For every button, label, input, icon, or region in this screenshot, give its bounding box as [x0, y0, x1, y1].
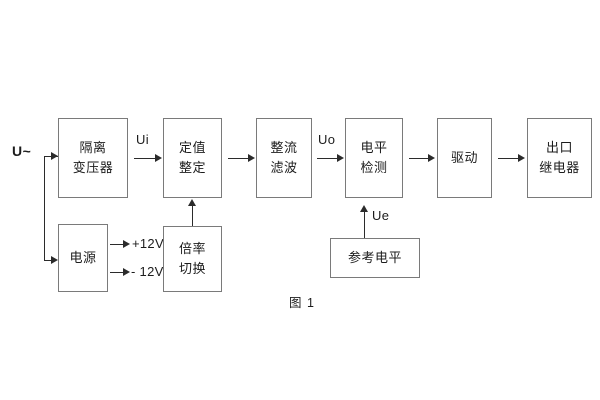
arrow-into-relay-icon — [518, 154, 525, 162]
line-rectify-to-detect — [317, 158, 338, 159]
block-rectify-filter-line1: 整流 — [270, 139, 298, 155]
branch-to-power-supply-line — [44, 260, 53, 261]
label-rail-positive: +12V — [132, 236, 164, 251]
block-setting-value-line2: 整定 — [178, 160, 206, 175]
block-level-detect[interactable]: 电平 检测 — [345, 118, 403, 198]
signal-label-uo: Uo — [318, 132, 336, 147]
arrow-into-power-supply-icon — [51, 256, 58, 264]
branch-to-transformer-line — [44, 156, 53, 157]
figure-caption: 图 1 — [289, 296, 315, 310]
block-reference-level[interactable]: 参考电平 — [330, 238, 420, 278]
block-level-detect-line2: 检测 — [360, 160, 388, 175]
block-power-supply-line1: 电源 — [69, 249, 97, 265]
arrow-into-setting-from-multiplier-icon — [188, 199, 196, 206]
block-level-detect-line1: 电平 — [360, 139, 388, 155]
block-isolation-transformer[interactable]: 隔离 变压器 — [58, 118, 128, 198]
block-multiplier-switch[interactable]: 倍率 切换 — [163, 226, 222, 292]
block-rectify-filter[interactable]: 整流 滤波 — [256, 118, 312, 198]
arrow-into-driver-icon — [428, 154, 435, 162]
block-reference-level-line1: 参考电平 — [347, 249, 402, 265]
block-driver[interactable]: 驱动 — [437, 118, 492, 198]
line-transformer-to-setting — [134, 158, 156, 159]
arrow-into-detect-from-reference-icon — [360, 205, 368, 212]
line-rail-positive — [110, 244, 124, 245]
block-output-relay[interactable]: 出口 继电器 — [527, 118, 592, 198]
line-multiplier-to-setting — [192, 206, 193, 226]
line-driver-to-relay — [498, 158, 519, 159]
arrow-into-rectify-icon — [248, 154, 255, 162]
block-setting-value-line1: 定值 — [178, 139, 206, 155]
block-multiplier-switch-line2: 切换 — [178, 261, 206, 276]
arrow-rail-positive-icon — [123, 240, 130, 248]
line-reference-to-detect — [364, 212, 365, 238]
input-bus-vertical-line — [44, 156, 45, 260]
block-multiplier-switch-line1: 倍率 — [178, 240, 206, 256]
block-power-supply[interactable]: 电源 — [58, 224, 108, 292]
line-setting-to-rectify — [228, 158, 249, 159]
block-driver-line1: 驱动 — [450, 149, 478, 165]
arrow-into-setting-icon — [155, 154, 162, 162]
line-rail-negative — [110, 272, 124, 273]
signal-label-ue: Ue — [372, 208, 390, 223]
block-output-relay-line2: 继电器 — [539, 160, 580, 175]
line-detect-to-driver — [409, 158, 430, 159]
arrow-rail-negative-icon — [123, 268, 130, 276]
block-output-relay-line1: 出口 — [545, 139, 573, 155]
input-source-label: U~ — [12, 143, 32, 159]
block-rectify-filter-line2: 滤波 — [270, 160, 298, 175]
block-isolation-transformer-line1: 隔离 — [79, 139, 107, 155]
block-isolation-transformer-line2: 变压器 — [72, 160, 114, 175]
signal-label-ui: Ui — [136, 132, 149, 147]
arrow-into-transformer-icon — [51, 152, 58, 160]
block-setting-value[interactable]: 定值 整定 — [163, 118, 222, 198]
label-rail-negative: - 12V — [131, 264, 164, 279]
arrow-into-detect-icon — [337, 154, 344, 162]
